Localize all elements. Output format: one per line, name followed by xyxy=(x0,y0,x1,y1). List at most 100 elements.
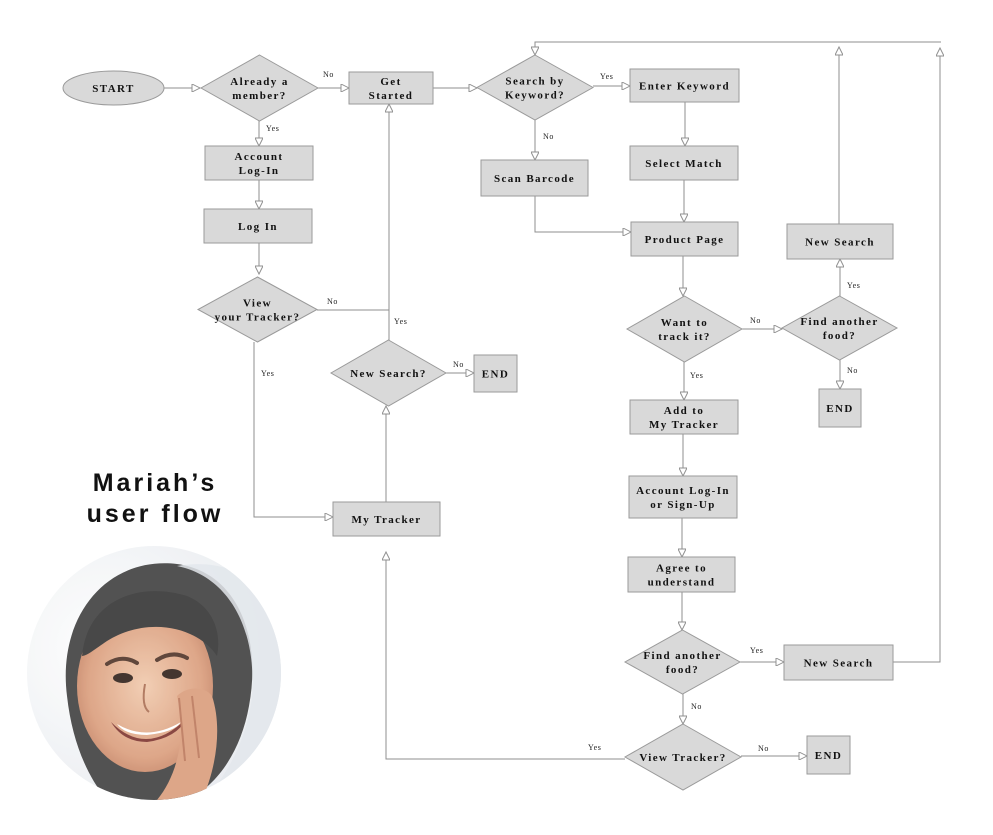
node-agree-to-understand-shape xyxy=(627,556,736,593)
node-new-search-question-shape xyxy=(329,339,448,407)
avatar xyxy=(27,546,281,800)
label-already-no: No xyxy=(323,70,334,79)
node-end-2: END xyxy=(818,388,862,428)
node-end-3-label: END xyxy=(815,750,842,762)
node-want-to-track-shape xyxy=(625,295,744,363)
node-view-tracker-2-shape xyxy=(623,723,743,791)
node-add-to-my-tracker: Add to My Tracker xyxy=(629,399,739,435)
edge-scan-barcode-to-product xyxy=(534,196,631,232)
node-get-started-label: Get xyxy=(380,76,401,88)
node-scan-barcode-shape xyxy=(480,159,589,197)
node-enter-keyword-label: Enter Keyword xyxy=(639,81,730,93)
page-title: Mariah’s user flow xyxy=(70,468,240,530)
node-end-3: END xyxy=(806,735,851,775)
node-new-search-1: New Search xyxy=(786,223,894,260)
node-already-member-label: member? xyxy=(232,90,286,102)
node-end-3-shape xyxy=(806,735,851,775)
node-end-1-shape xyxy=(473,354,518,393)
node-add-to-my-tracker-label: Add to xyxy=(664,405,705,417)
label-want-no: No xyxy=(750,316,761,325)
node-already-member-label: Already a xyxy=(230,76,289,88)
node-view-your-tracker-label: your Tracker? xyxy=(215,312,301,324)
node-new-search-2-shape xyxy=(783,644,894,681)
node-account-login-label: Log-In xyxy=(239,165,280,177)
label-find2-yes: Yes xyxy=(750,646,763,655)
node-get-started-shape xyxy=(348,71,434,105)
node-search-by-keyword-shape xyxy=(475,54,595,121)
node-start-label: START xyxy=(92,83,134,95)
node-search-by-keyword-label: Keyword? xyxy=(505,90,565,102)
node-product-page: Product Page xyxy=(630,221,739,257)
node-find-another-food-1-label: food? xyxy=(823,330,856,342)
page-title-line-2: user flow xyxy=(86,500,224,528)
node-find-another-food-2-label: Find another xyxy=(643,650,721,662)
node-log-in: Log In xyxy=(203,208,313,244)
label-find1-yes: Yes xyxy=(847,281,860,290)
node-view-your-tracker: View your Tracker? xyxy=(196,276,319,343)
node-my-tracker-shape xyxy=(332,501,441,537)
edge-top-loop-to-search xyxy=(535,41,941,55)
node-find-another-food-1-shape xyxy=(780,295,899,361)
edge-view-tracker-2-yes xyxy=(386,552,625,760)
node-new-search-2: New Search xyxy=(783,644,894,681)
node-account-login-signup-shape xyxy=(628,475,738,519)
smiling-woman-photo-icon xyxy=(27,546,281,800)
node-account-login-signup-label: or Sign-Up xyxy=(650,499,715,511)
node-already-member-shape xyxy=(199,54,320,122)
node-find-another-food-2-shape xyxy=(623,629,742,695)
node-search-by-keyword-label: Search by xyxy=(505,76,564,88)
node-new-search-1-shape xyxy=(786,223,894,260)
label-want-yes: Yes xyxy=(690,371,703,380)
label-keyword-yes: Yes xyxy=(600,72,613,81)
node-product-page-shape xyxy=(630,221,739,257)
node-my-tracker: My Tracker xyxy=(332,501,441,537)
label-find2-no: No xyxy=(691,702,702,711)
node-my-tracker-label: My Tracker xyxy=(351,514,421,526)
node-view-your-tracker-label: View xyxy=(243,298,272,310)
node-account-login-signup-label: Account Log-In xyxy=(636,485,730,497)
node-account-login-label: Account xyxy=(235,151,284,163)
page-title-line-1: Mariah’s xyxy=(92,469,218,497)
node-get-started-label: Started xyxy=(369,90,414,102)
label-viewtracker-yes: Yes xyxy=(588,743,601,752)
node-find-another-food-1: Find another food? xyxy=(780,295,899,361)
node-scan-barcode-label: Scan Barcode xyxy=(494,173,575,185)
node-account-login-shape xyxy=(204,145,314,181)
label-viewtracker-no: No xyxy=(758,744,769,753)
node-view-tracker-2-label: View Tracker? xyxy=(639,752,726,764)
node-add-to-my-tracker-shape xyxy=(629,399,739,435)
node-add-to-my-tracker-label: My Tracker xyxy=(649,419,719,431)
edge-view-tracker-yes xyxy=(253,342,333,517)
node-view-your-tracker-shape xyxy=(196,276,319,343)
node-find-another-food-1-label: Find another xyxy=(800,316,878,328)
label-newsearch-yes: Yes xyxy=(394,317,407,326)
node-end-2-shape xyxy=(818,388,862,428)
node-end-2-label: END xyxy=(826,403,853,415)
node-new-search-question-label: New Search? xyxy=(350,368,427,380)
node-enter-keyword-shape xyxy=(629,68,740,103)
node-want-to-track-label: track it? xyxy=(658,331,711,343)
edge-labels: No Yes Yes No No Yes Yes No No Yes Yes N… xyxy=(261,70,860,753)
node-agree-to-understand-label: understand xyxy=(648,577,716,589)
label-newsearch-no: No xyxy=(453,360,464,369)
node-log-in-label: Log In xyxy=(238,221,278,233)
node-log-in-shape xyxy=(203,208,313,244)
node-start-shape xyxy=(62,70,165,106)
node-end-1: END xyxy=(473,354,518,393)
node-already-member: Already a member? xyxy=(199,54,320,122)
node-select-match: Select Match xyxy=(629,145,739,181)
label-keyword-no: No xyxy=(543,132,554,141)
node-select-match-shape xyxy=(629,145,739,181)
label-view-yes: Yes xyxy=(261,369,274,378)
node-scan-barcode: Scan Barcode xyxy=(480,159,589,197)
node-start: START xyxy=(62,70,165,106)
node-enter-keyword: Enter Keyword xyxy=(629,68,740,103)
node-account-login-signup: Account Log-In or Sign-Up xyxy=(628,475,738,519)
